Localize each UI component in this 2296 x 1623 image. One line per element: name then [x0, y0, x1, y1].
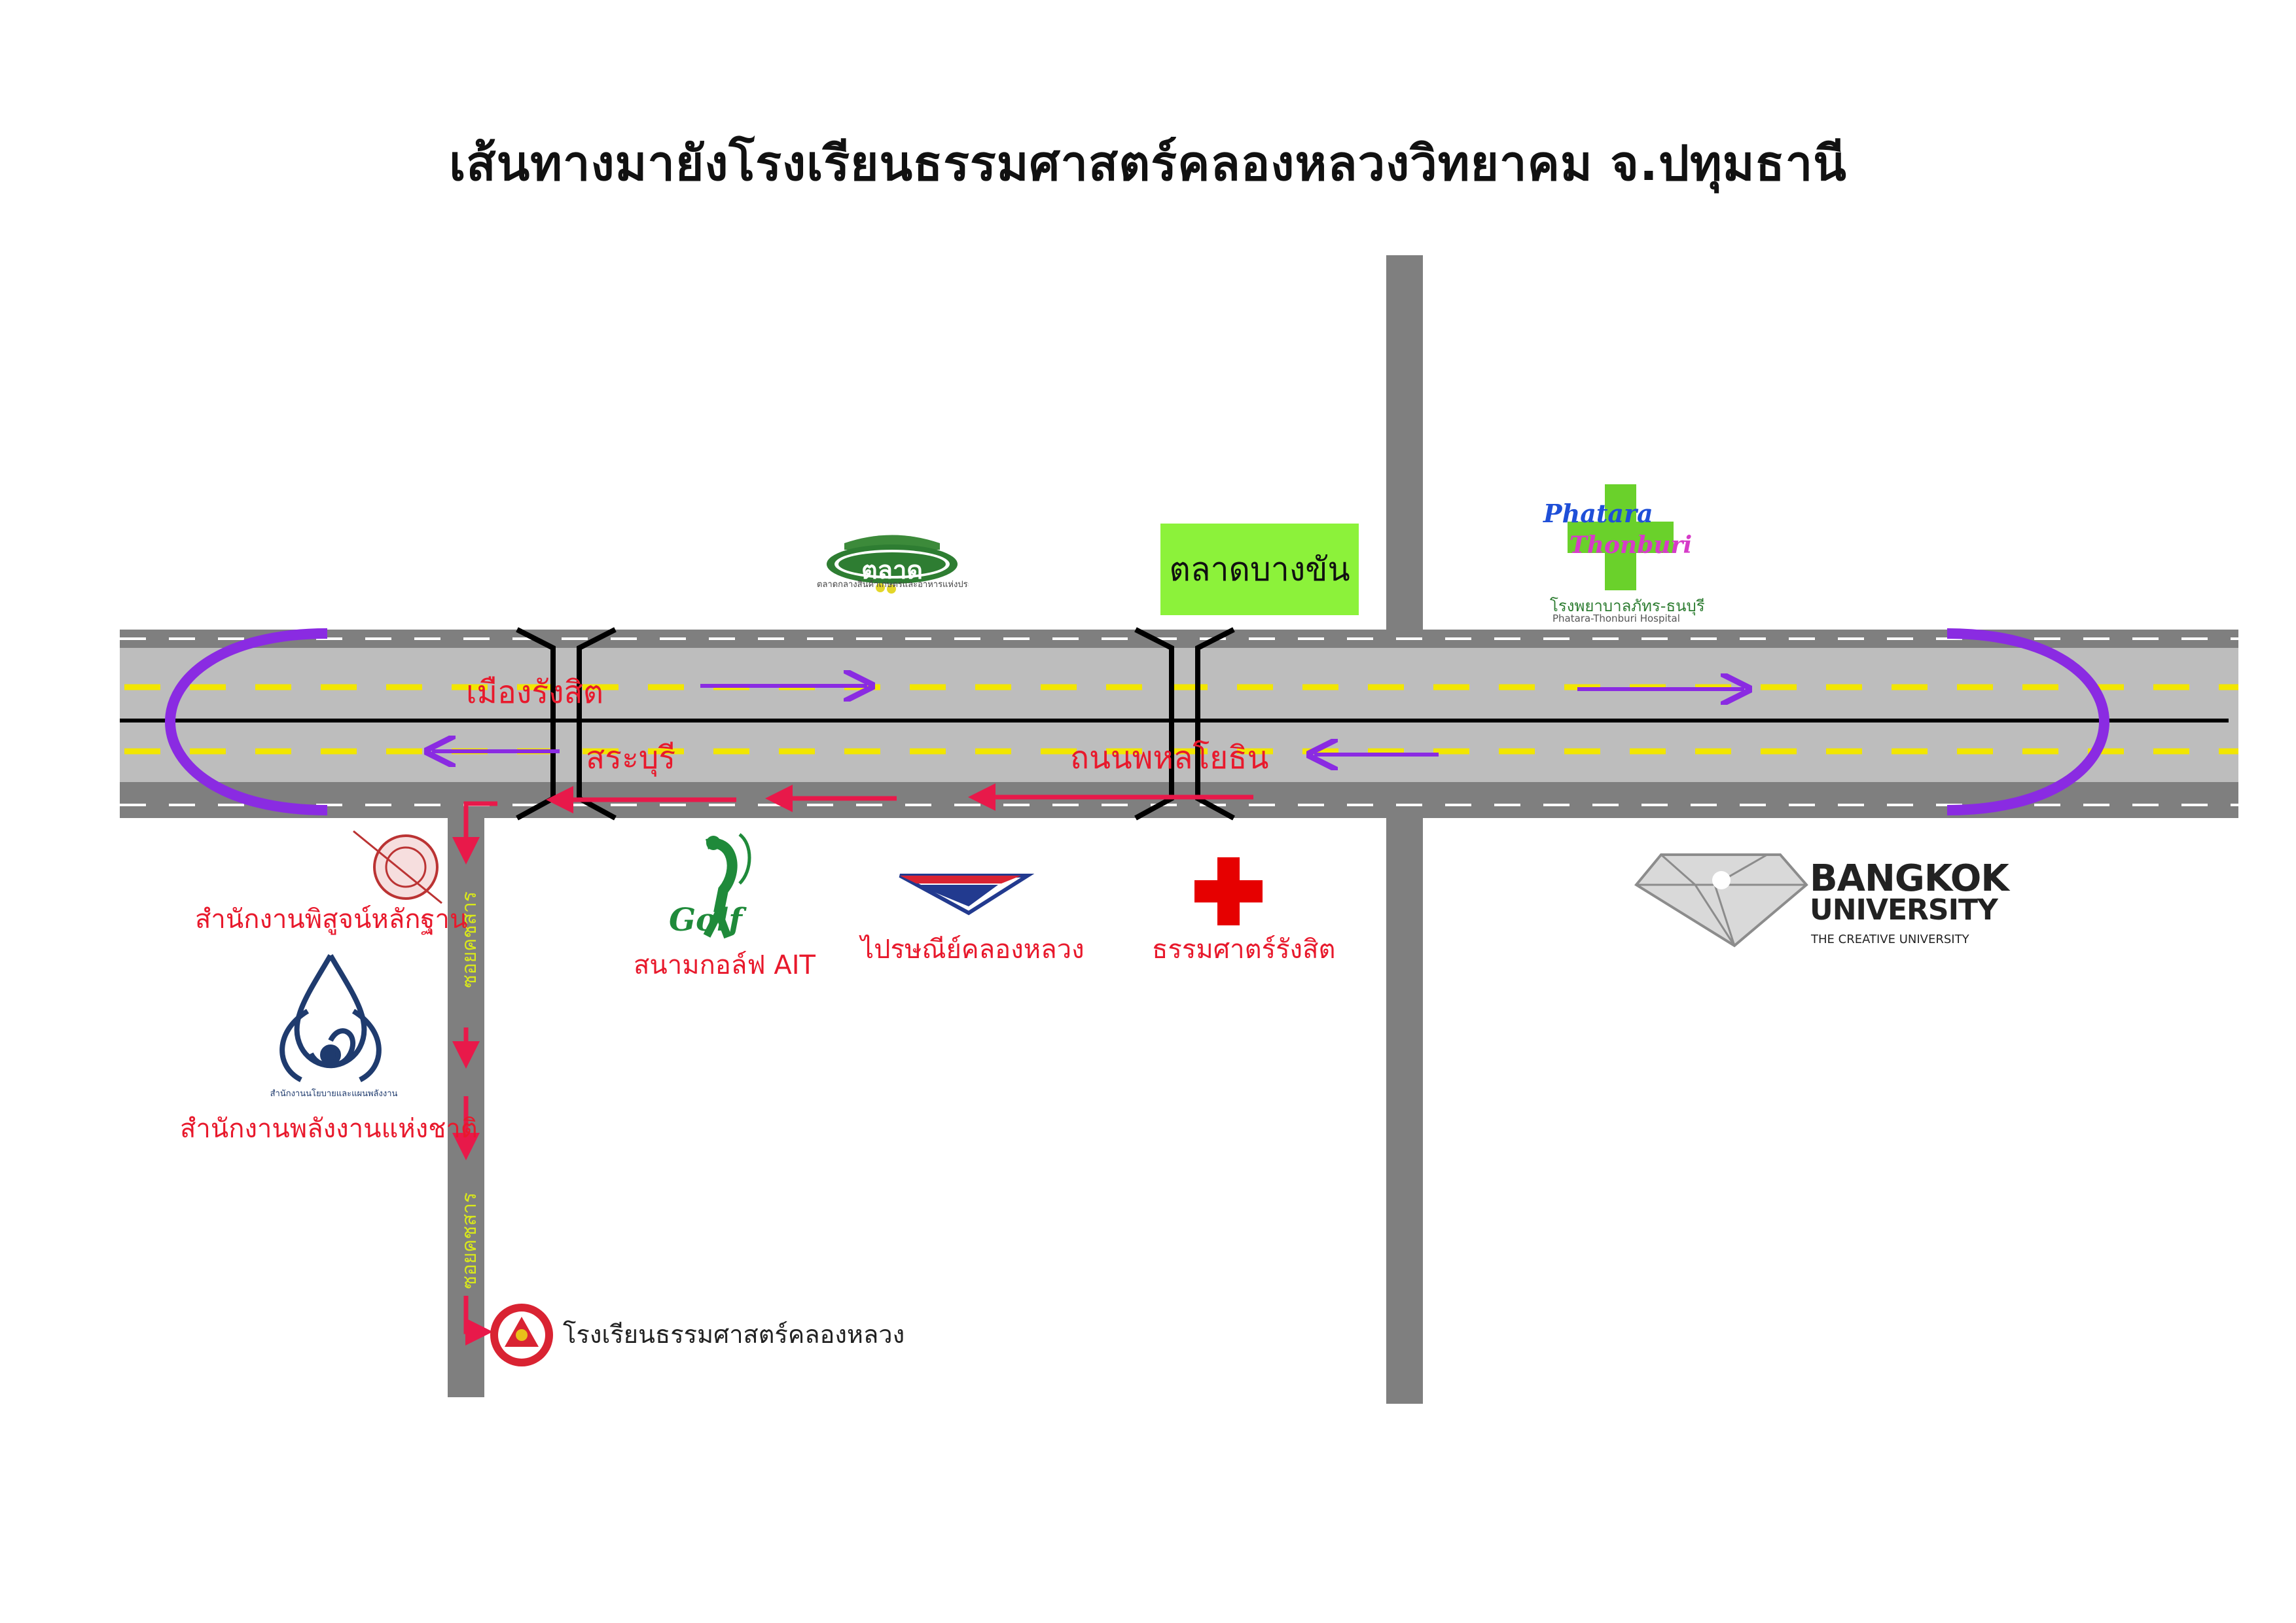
- school-destination: โรงเรียนธรรมศาสตร์คลองหลวง: [563, 1320, 905, 1349]
- overpass-left: [516, 627, 617, 821]
- talad-thai-logo-text: ตลาดไท: [861, 556, 923, 624]
- golf-logo-icon: [703, 833, 751, 939]
- talad-thai-logo: [827, 535, 958, 594]
- forensic-emblem-icon: [353, 830, 442, 904]
- hospital-logo-bottom: Thonburi: [1570, 531, 1693, 559]
- school-emblem-icon: [490, 1304, 553, 1366]
- bang-khan-market-label: ตลาดบางขัน: [1169, 550, 1350, 588]
- bu-name-line2: UNIVERSITY: [1810, 893, 1998, 927]
- hospital-name-en: Phatara-Thonburi Hospital: [1552, 613, 1680, 624]
- soi-label-lower: ซอยคชสาร: [458, 1192, 481, 1289]
- post-office-logo: [899, 874, 1035, 916]
- overpass-right: [1134, 627, 1235, 821]
- golf-course-label: สนามกอล์ฟ AIT: [634, 950, 816, 980]
- label-rangsit: เมืองรังสิต: [466, 674, 603, 711]
- energy-office-label: สำนักงานพลังงานแห่งชาติ: [180, 1114, 478, 1144]
- red-cross-icon: [1194, 857, 1263, 925]
- tu-rangsit-label: ธรรมศาตร์รังสิต: [1152, 935, 1336, 965]
- golf-logo-text: Golf: [669, 902, 742, 938]
- uturn-left: [165, 628, 328, 815]
- label-phahonyothin: ถนนพหลโยธิน: [1070, 740, 1269, 776]
- route-path: [452, 783, 1253, 1346]
- bangkok-university-logo: [1634, 853, 1808, 948]
- hospital-cross-icon: [1568, 484, 1674, 590]
- post-office-label: ไปรษณีย์คลองหลวง: [861, 935, 1085, 965]
- map-title: เส้นทางมายังโรงเรียนธรรมศาสตร์คลองหลวงวิ…: [449, 135, 1847, 192]
- energy-office-logo-text: สำนักงานนโยบายและแผนพลังงาน: [270, 1089, 398, 1099]
- phahonyothin-highway: [120, 630, 2296, 818]
- label-saraburi: สระบุรี: [586, 740, 676, 776]
- uturn-right: [1946, 628, 2109, 815]
- side-road-south: [1386, 818, 1423, 1404]
- hospital-logo-top: Phatara: [1543, 499, 1653, 528]
- talad-thai-subtitle: ตลาดกลางสินค้าเกษตรและอาหารแห่งประเทศไทย: [817, 580, 969, 590]
- bu-tagline: THE CREATIVE UNIVERSITY: [1811, 933, 1969, 946]
- forensic-office-label: สำนักงานพิสูจน์หลักฐาน: [195, 904, 468, 935]
- bu-name-line1: BANGKOK: [1810, 857, 2009, 900]
- bang-khan-market: ตลาดบางขัน: [1160, 524, 1359, 615]
- side-road-north: [1386, 255, 1423, 635]
- energy-office-logo: [279, 954, 382, 1082]
- hospital-name-th: โรงพยาบาลภัทร-ธนบุรี: [1550, 597, 1705, 615]
